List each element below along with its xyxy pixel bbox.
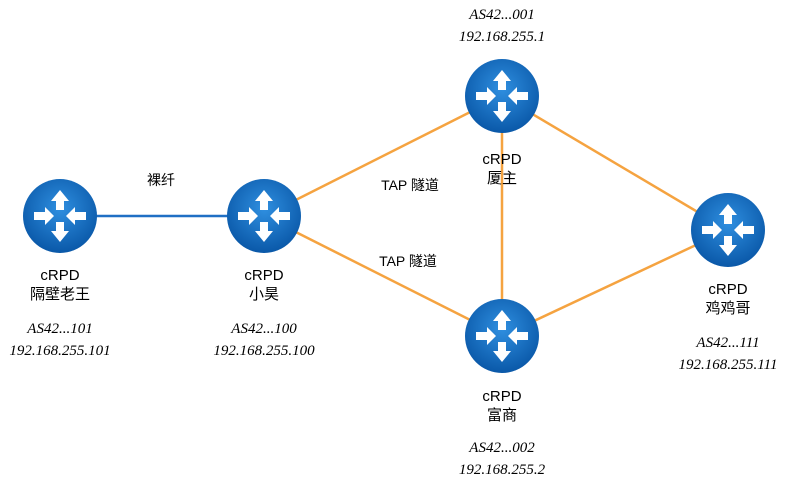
node-address: AS42...111 192.168.255.111 [678, 332, 777, 376]
link-n3-n5 [501, 94, 729, 232]
link-label: 裸纤 [147, 172, 175, 188]
node-as: AS42...100 [231, 321, 297, 337]
node-name: 富商 [486, 407, 518, 424]
router-icon [465, 59, 539, 133]
node-ip: 192.168.255.111 [678, 357, 778, 373]
node-address: AS42...101 192.168.255.101 [9, 318, 110, 362]
node-label: cRPD 厦主 [482, 150, 521, 188]
router-icon [465, 299, 539, 373]
node-type: cRPD [244, 267, 284, 284]
node-name: 小昊 [248, 286, 280, 303]
node-ip: 192.168.255.1 [458, 29, 546, 45]
node-label: cRPD 隔壁老王 [30, 266, 90, 304]
node-as: AS42...101 [27, 321, 93, 337]
router-icon [691, 193, 765, 267]
node-name: 鸡鸡哥 [705, 300, 751, 317]
node-type: cRPD [40, 267, 80, 284]
node-type: cRPD [708, 281, 748, 298]
node-type: cRPD [482, 388, 522, 405]
node-label: cRPD 富商 [482, 387, 521, 425]
node-ip: 192.168.255.100 [213, 343, 315, 359]
link-n4-n5 [501, 228, 729, 338]
node-name: 厦主 [486, 170, 518, 187]
node-as: AS42...111 [696, 335, 760, 351]
router-icon [227, 179, 301, 253]
link-label: TAP 隧道 [379, 253, 437, 269]
node-name: 隔壁老王 [29, 286, 91, 303]
node-ip: 192.168.255.101 [9, 343, 111, 359]
link-n2-n4 [263, 214, 503, 338]
link-n2-n3 [263, 94, 503, 218]
node-as: AS42...002 [469, 440, 535, 456]
node-address: AS42...002 192.168.255.2 [459, 437, 545, 481]
node-as: AS42...001 [469, 7, 535, 23]
node-type: cRPD [482, 151, 522, 168]
node-label: cRPD 鸡鸡哥 [705, 280, 750, 318]
router-icon [23, 179, 97, 253]
node-address: AS42...001 192.168.255.1 [459, 4, 545, 48]
node-address: AS42...100 192.168.255.100 [213, 318, 314, 362]
link-label: TAP 隧道 [381, 177, 439, 193]
node-ip: 192.168.255.2 [458, 462, 546, 478]
node-label: cRPD 小昊 [244, 266, 283, 304]
